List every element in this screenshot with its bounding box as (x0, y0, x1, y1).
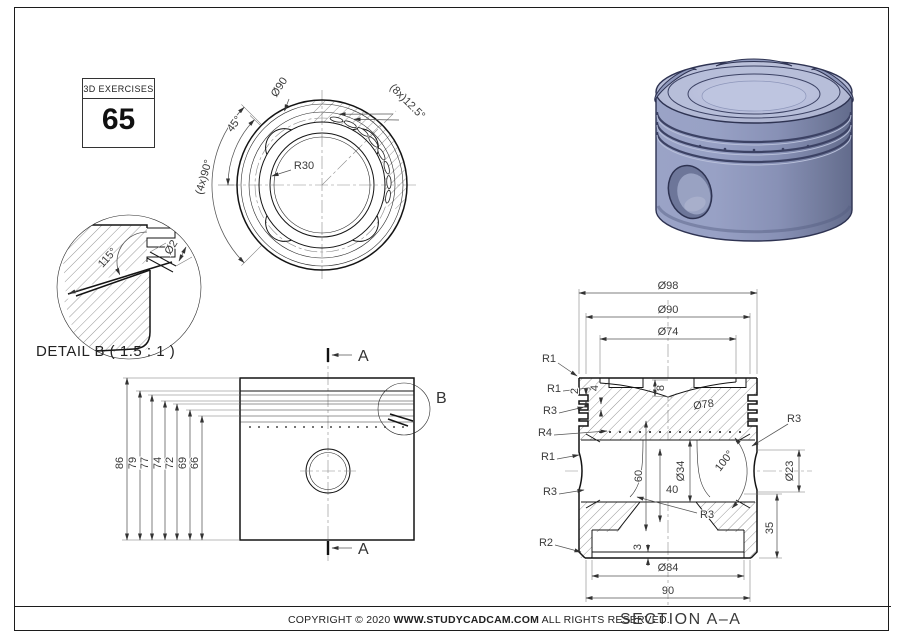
oil-hole-dots (249, 426, 404, 428)
dim-height-66: 66 (189, 457, 201, 469)
dim-pattern-angle: (4x)90° (193, 158, 214, 196)
sheet-border (14, 7, 889, 631)
dim-d90: Ø90 (658, 304, 679, 316)
pin-bore-hole (667, 164, 713, 220)
dim-pin-dia: Ø34 (675, 461, 687, 482)
dim-top-dia: Ø90 (269, 75, 290, 99)
dim-90: 90 (662, 585, 674, 597)
section-marker-a-bottom: A (358, 541, 369, 558)
bowl-ref-dots (599, 431, 741, 433)
dim-pocket-angle: 45° (225, 114, 245, 135)
section-view: Ø98 Ø90 Ø74 Ø84 90 R1 R1 R3 R4 R1 R (537, 279, 812, 608)
footer: COPYRIGHT © 2020 WWW.STUDYCADCAM.COM ALL… (0, 611, 905, 633)
dim-r1-b: R1 (547, 383, 561, 395)
dim-pin-center-h: 35 (764, 522, 776, 534)
dim-groove-h2: 4 (589, 385, 601, 391)
dim-detail-hole: Ø2 (162, 238, 180, 257)
detail-marker-b: B (436, 390, 447, 407)
dim-height-86: 86 (114, 457, 126, 469)
exercise-number-box: 3D EXERCISES 65 (82, 78, 155, 148)
dim-height-72: 72 (164, 457, 176, 469)
hatched-sector (311, 100, 407, 211)
dim-r1-a: R1 (542, 353, 556, 365)
dim-d98: Ø98 (658, 280, 679, 292)
drain-slot-dots (698, 144, 810, 152)
detail-b-title: DETAIL B ( 1.5 : 1 ) (36, 343, 176, 360)
copyright-text: COPYRIGHT © 2020 WWW.STUDYCADCAM.COM ALL… (288, 614, 670, 626)
section-aa-label: SECTION A–A (620, 611, 742, 628)
exercise-number: 65 (101, 103, 136, 136)
exercise-series-label: 3D EXERCISES (83, 79, 154, 99)
dim-d84: Ø84 (658, 562, 679, 574)
valve-pocket (715, 58, 793, 67)
dim-web-h2: 40 (666, 484, 678, 496)
dim-web-h1: 60 (633, 470, 645, 482)
dim-height-77: 77 (139, 457, 151, 469)
section-marker-a-top: A (358, 348, 369, 365)
dim-bowl-depth: 8 (655, 385, 667, 391)
dim-r2: R2 (539, 537, 553, 549)
piston-3d-render (654, 58, 854, 242)
dim-d78: Ø78 (692, 398, 714, 413)
dim-r3-b: R3 (543, 486, 557, 498)
dim-r1-c: R1 (541, 451, 555, 463)
dim-height-69: 69 (177, 457, 189, 469)
top-view: Ø90 45° (4x)90° R30 (8x)12.5° (192, 74, 428, 280)
dim-r3-bore: R3 (787, 413, 801, 425)
site-name: WWW.STUDYCADCAM.COM (393, 614, 540, 626)
dim-r3-web: R3 (700, 509, 714, 521)
dim-r3-a: R3 (543, 405, 557, 417)
dim-d74: Ø74 (658, 326, 679, 338)
dim-r4: R4 (538, 427, 552, 439)
dim-hole-dia: Ø23 (784, 461, 796, 482)
dim-bowl-radius: R30 (294, 160, 314, 172)
dim-groove-h1: 2 (569, 388, 581, 394)
dim-base-h: 3 (632, 544, 644, 550)
detail-b-view: 115° Ø2 (56, 214, 202, 360)
dim-height-74: 74 (152, 457, 164, 469)
footer-divider (14, 606, 891, 607)
dim-slot-angle: (8x)12.5° (387, 82, 427, 122)
dim-height-79: 79 (127, 457, 139, 469)
slot-pattern (329, 116, 392, 204)
front-view: A A B 86 79 77 74 72 (113, 347, 448, 562)
